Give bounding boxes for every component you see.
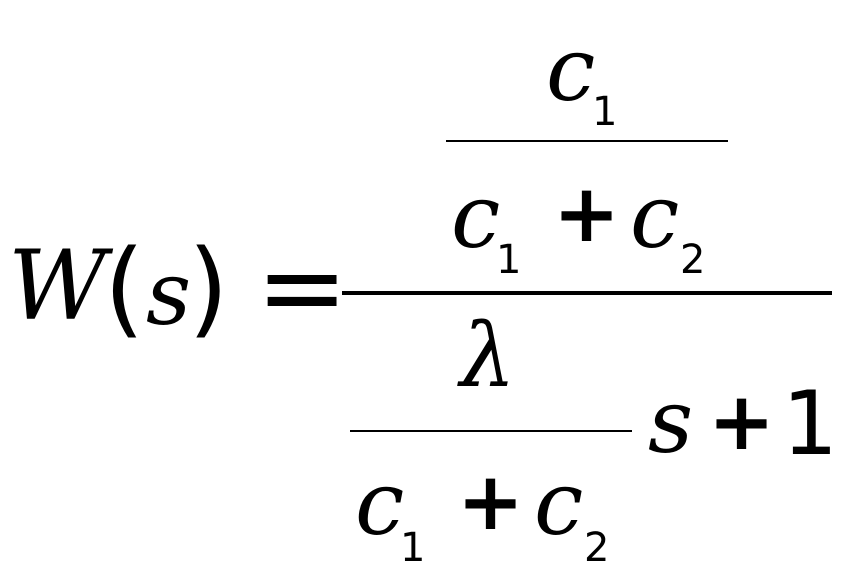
outer-numerator-den-term1-sub: 1 <box>496 237 522 283</box>
lambda-symbol: λ <box>460 304 516 407</box>
outer-numerator-numerator-sub: 1 <box>592 89 618 135</box>
inner-fraction-bar-bottom <box>350 430 632 432</box>
lhs-function-symbol: W <box>8 230 107 342</box>
outer-numerator-den-plus: + <box>553 167 621 260</box>
lhs-variable: s <box>146 242 192 345</box>
outer-numerator-den-term1-var: c <box>451 165 501 268</box>
lhs-open-paren: ( <box>104 227 145 349</box>
outer-denominator-den-term1-sub: 1 <box>400 525 426 571</box>
inner-fraction-bar-top <box>446 140 728 142</box>
denominator-plus: + <box>708 375 776 468</box>
outer-denominator-den-plus: + <box>457 455 525 548</box>
outer-denominator-den-term1-var: c <box>355 452 405 555</box>
outer-denominator-den-term2-sub: 2 <box>584 525 610 571</box>
outer-numerator-den-term2-sub: 2 <box>680 237 706 283</box>
outer-denominator-den-term2-var: c <box>534 452 584 555</box>
equals-sign: = <box>256 223 349 351</box>
outer-numerator-numerator-var: c <box>546 18 596 121</box>
denominator-variable: s <box>648 370 694 473</box>
outer-numerator-den-term2-var: c <box>630 165 680 268</box>
lhs-close-paren: ) <box>188 227 229 349</box>
main-fraction-bar <box>342 291 832 295</box>
denominator-constant: 1 <box>782 372 838 475</box>
